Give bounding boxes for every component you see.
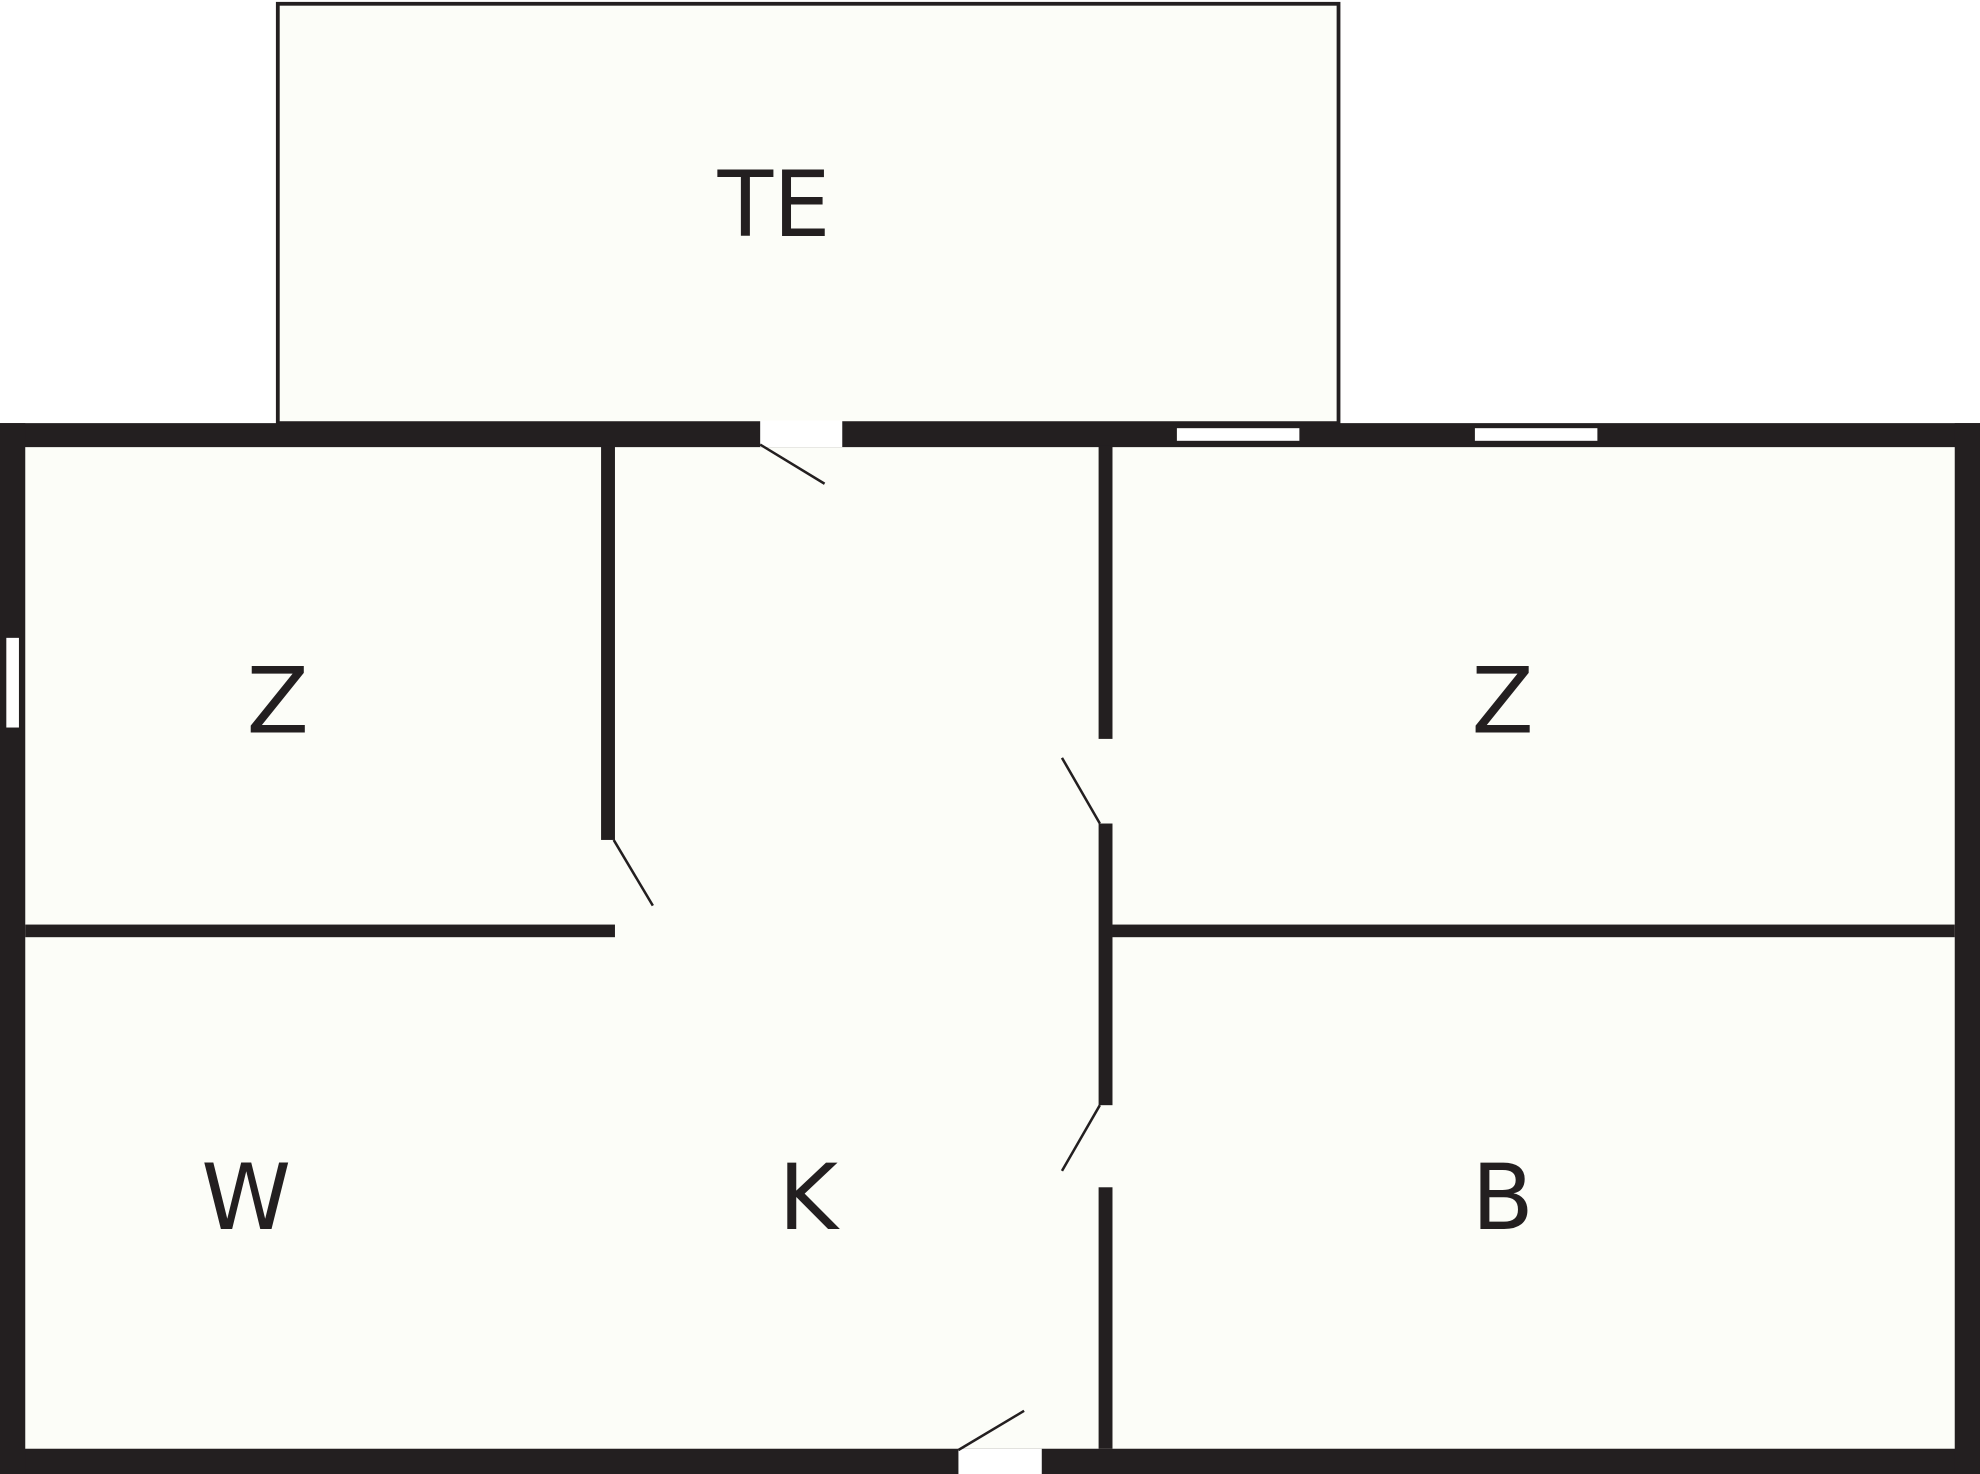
wall-top bbox=[0, 423, 1980, 448]
wall-right bbox=[1954, 423, 1980, 1474]
wall-interior bbox=[25, 924, 615, 938]
room-label-terrace: TE bbox=[717, 153, 831, 258]
room-label-room-left: Z bbox=[247, 650, 309, 755]
door-swing-terrace bbox=[759, 443, 826, 485]
wall-interior bbox=[1112, 924, 1955, 938]
door-swing-entrance bbox=[957, 1409, 1025, 1452]
floor bbox=[12, 434, 1968, 1462]
window bbox=[1474, 428, 1598, 441]
wall-interior bbox=[1098, 1187, 1113, 1449]
door-opening-terrace[interactable] bbox=[760, 420, 843, 448]
window bbox=[6, 637, 19, 728]
door-swing-room-right bbox=[1060, 757, 1101, 825]
room-label-kitchen: K bbox=[778, 1146, 840, 1251]
room-label-bathroom: B bbox=[1471, 1146, 1533, 1251]
room-label-living: W bbox=[201, 1146, 291, 1251]
window bbox=[1176, 428, 1300, 441]
wall-interior bbox=[601, 445, 615, 840]
door-swing-room-left bbox=[612, 839, 654, 907]
wall-interior bbox=[1098, 445, 1113, 739]
terrace-outline bbox=[275, 1, 1341, 426]
door-swing-bathroom bbox=[1060, 1104, 1101, 1172]
door-swings bbox=[612, 443, 1101, 1452]
door-opening-entrance[interactable] bbox=[958, 1448, 1042, 1474]
room-label-room-right: Z bbox=[1472, 650, 1534, 755]
wall-left bbox=[0, 423, 26, 1474]
wall-interior bbox=[1098, 823, 1113, 1106]
